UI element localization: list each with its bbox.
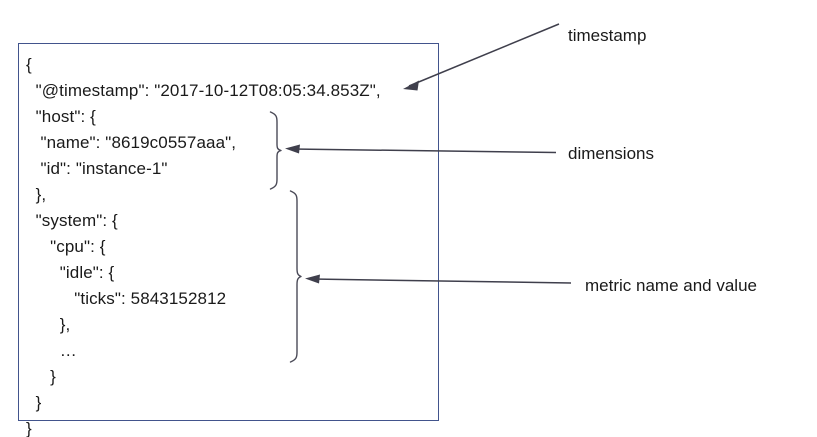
json-line-timestamp: "@timestamp": "2017-10-12T08:05:34.853Z"… [26,81,381,100]
callout-label-timestamp: timestamp [568,26,647,45]
json-line-host-open: "host": { [26,107,96,126]
json-line-system-open: "system": { [26,211,118,230]
json-line-cpu-close: } [26,367,56,386]
callout-label-dimensions: dimensions [568,144,654,163]
json-line-host-id: "id": "instance-1" [26,159,168,178]
json-line-ellipsis: … [26,341,77,360]
json-line-idle-close: }, [26,315,71,334]
json-line-ticks: "ticks": 5843152812 [26,289,227,308]
json-code-block: { "@timestamp": "2017-10-12T08:05:34.853… [26,52,381,437]
callout-label-metric: metric name and value [585,276,757,295]
json-line-root-close: } [26,419,32,437]
json-line-idle-open: "idle": { [26,263,115,282]
json-line-host-close: }, [26,185,47,204]
json-line-host-name: "name": "8619c0557aaa", [26,133,237,152]
json-line: { [26,55,32,74]
json-line-system-close: } [26,393,42,412]
json-line-cpu-open: "cpu": { [26,237,106,256]
json-document-box [18,43,439,421]
